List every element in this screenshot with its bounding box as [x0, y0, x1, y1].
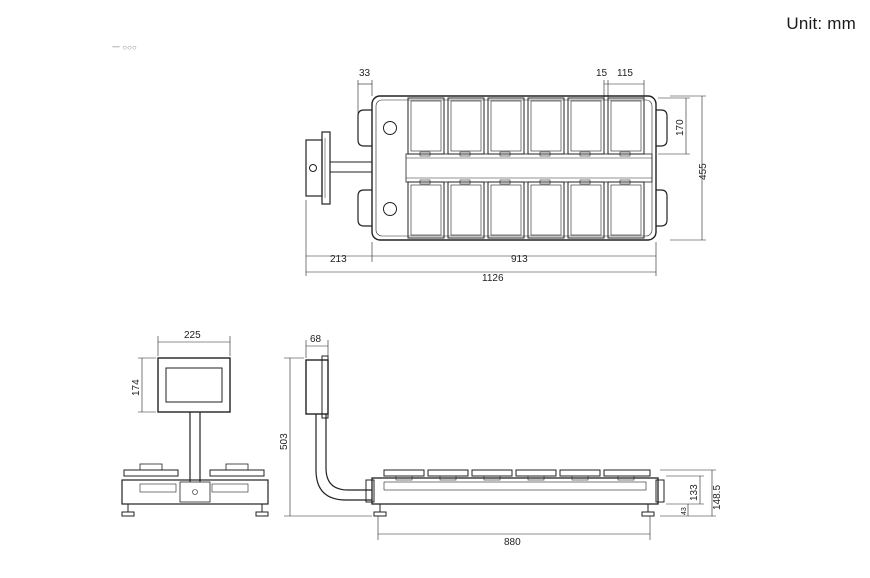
- mount-hole-bottom: [383, 202, 397, 216]
- right-bumper-bottom: [656, 189, 668, 227]
- dim-33: 33: [359, 68, 371, 79]
- dim-115: 115: [617, 68, 633, 79]
- dim-43: 43: [681, 507, 688, 515]
- front-display-screen: [165, 367, 223, 403]
- side-view: [284, 340, 716, 540]
- dim-880: 880: [504, 537, 521, 548]
- right-bumper-top: [656, 109, 668, 147]
- front-pad-right: [209, 469, 265, 477]
- dim-15: 15: [596, 68, 608, 79]
- dim-213: 213: [330, 254, 347, 265]
- dim-170: 170: [675, 119, 686, 136]
- dim-913: 913: [511, 254, 528, 265]
- dim-174: 174: [131, 379, 142, 396]
- top-fragment-text: 一 ○○○: [112, 43, 137, 52]
- dim-455: 455: [698, 163, 709, 180]
- dim-133: 133: [689, 484, 700, 501]
- dim-503: 503: [279, 433, 290, 450]
- indicator-head: [305, 139, 323, 197]
- dim-225: 225: [184, 330, 201, 341]
- front-pad-left: [123, 469, 179, 477]
- mount-hole-top: [383, 121, 397, 135]
- unit-label: Unit: mm: [786, 14, 856, 33]
- indicator-arm: [329, 161, 373, 173]
- front-base: [121, 479, 269, 505]
- left-bumper-top: [357, 109, 372, 147]
- side-base: [371, 477, 659, 505]
- left-bumper-bottom: [357, 189, 372, 227]
- dim-1126: 1126: [482, 273, 504, 284]
- front-view: [121, 336, 269, 517]
- top-view: [305, 80, 706, 276]
- dim-68: 68: [310, 334, 322, 345]
- front-indicator: [157, 357, 231, 413]
- side-pads: [383, 469, 651, 481]
- top-view-deck: [371, 95, 657, 241]
- side-pole: [315, 414, 372, 501]
- pad-row-bottom: [407, 181, 645, 239]
- dim-148-5: 148.5: [712, 485, 723, 510]
- pad-row-top: [407, 97, 645, 155]
- side-indicator: [305, 359, 329, 415]
